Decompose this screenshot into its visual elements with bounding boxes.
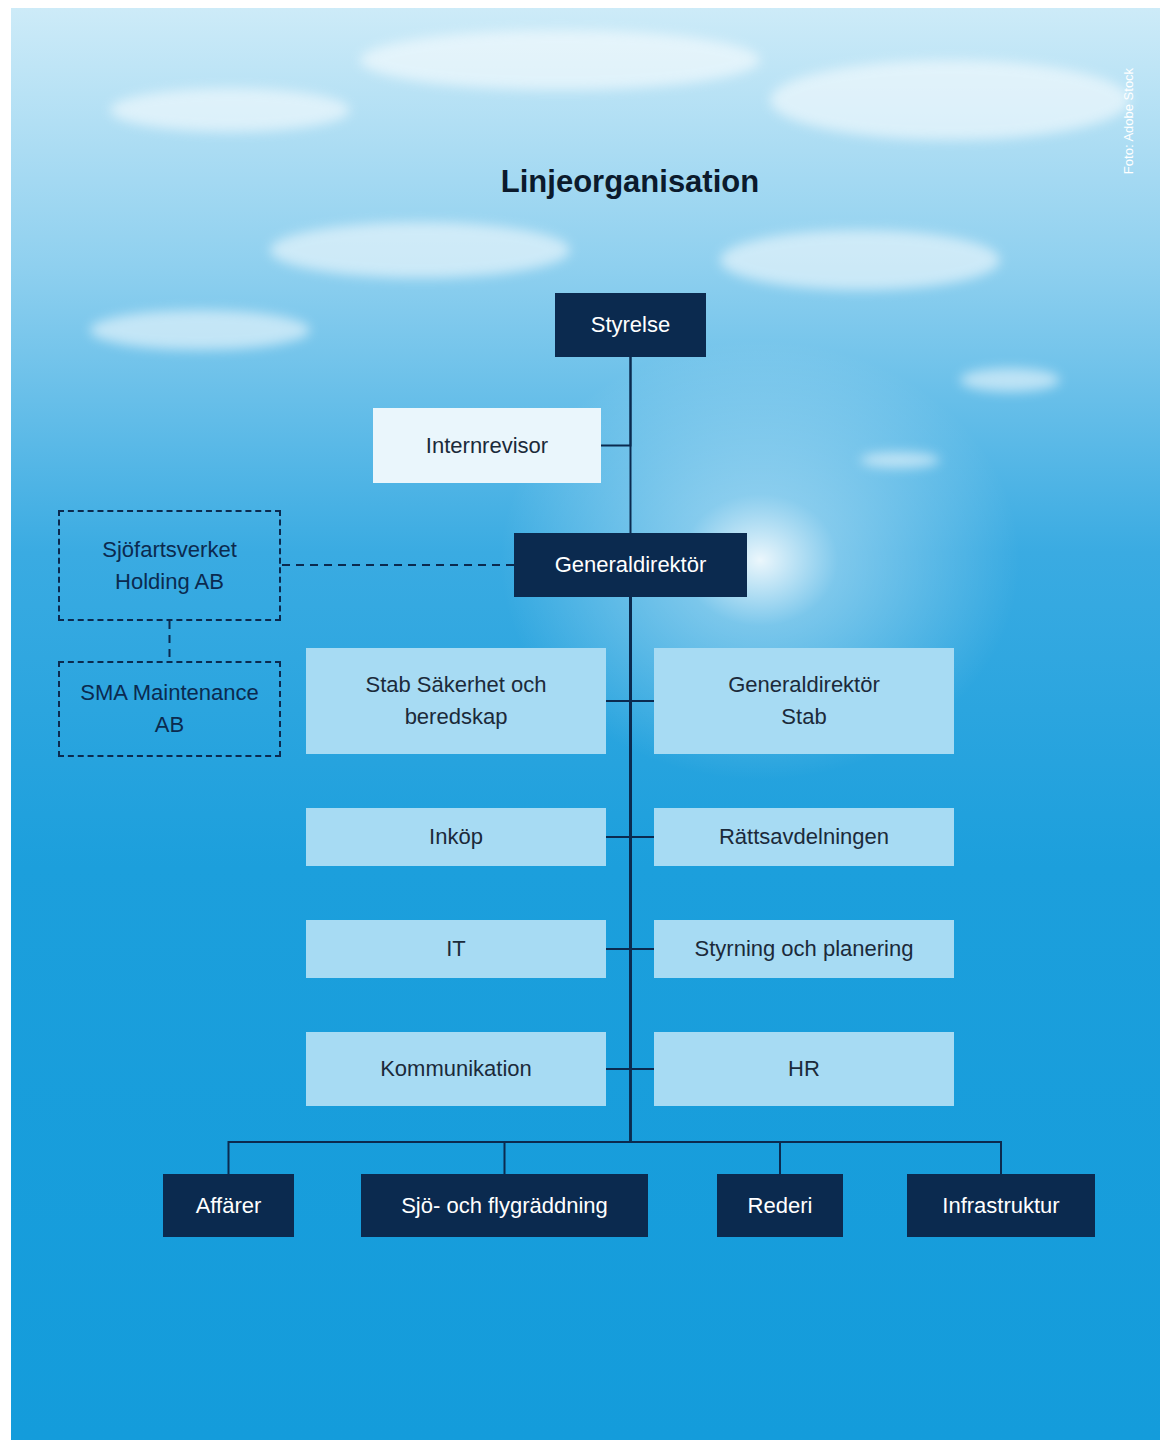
unit-box: Sjö- och flygräddning [361, 1174, 648, 1237]
org-line [631, 597, 655, 1069]
org-line [630, 357, 632, 533]
photo-credit: Foto: Adobe Stock [1121, 51, 1139, 191]
staff-box: Rättsavdelningen [654, 808, 954, 866]
node-label: Stab Säkerhet och beredskap [356, 669, 556, 733]
node-label: Rederi [748, 1190, 813, 1222]
node-label: Generaldirektör [555, 549, 707, 581]
diagram-title: Linjeorganisation [330, 164, 930, 200]
node-label: Styrning och planering [695, 933, 914, 965]
org-line [606, 597, 631, 949]
staff-box: Styrning och planering [654, 920, 954, 978]
node-label: Rättsavdelningen [719, 821, 889, 853]
subsidiary-box: SMA Maintenance AB [58, 661, 281, 757]
unit-box: Infrastruktur [907, 1174, 1095, 1237]
org-line [229, 597, 631, 1174]
node-label: Inköp [429, 821, 483, 853]
node-label: Sjöfartsverket Holding AB [80, 534, 260, 598]
water-ground [11, 8, 1160, 1440]
staff-box: HR [654, 1032, 954, 1106]
org-line [631, 597, 655, 949]
org-line [606, 597, 631, 837]
staff-box: Kommunikation [306, 1032, 606, 1106]
unit-box: Styrelse [555, 293, 706, 357]
node-label: SMA Maintenance AB [72, 677, 267, 741]
org-line [631, 597, 655, 701]
ownership-line [169, 621, 171, 661]
node-label: Sjö- och flygräddning [401, 1190, 608, 1222]
unit-box: Rederi [717, 1174, 843, 1237]
node-label: Internrevisor [426, 430, 548, 462]
unit-box: Affärer [163, 1174, 294, 1237]
node-label: IT [446, 933, 466, 965]
staff-box: Inköp [306, 808, 606, 866]
org-line [631, 597, 655, 837]
org-line [606, 597, 631, 1069]
org-line [631, 597, 1002, 1174]
node-label: Generaldirektör Stab [709, 669, 899, 733]
org-line [601, 357, 631, 446]
node-label: Styrelse [591, 309, 670, 341]
ownership-line [281, 564, 514, 566]
unit-box: Generaldirektör [514, 533, 747, 597]
node-label: HR [788, 1053, 820, 1085]
staff-box: Generaldirektör Stab [654, 648, 954, 754]
staff-box: IT [306, 920, 606, 978]
node-label: Infrastruktur [942, 1190, 1059, 1222]
node-label: Affärer [196, 1190, 262, 1222]
org-line [606, 597, 631, 701]
node-label: Kommunikation [380, 1053, 532, 1085]
subsidiary-box: Sjöfartsverket Holding AB [58, 510, 281, 621]
staff-box: Internrevisor [373, 408, 601, 483]
staff-box: Stab Säkerhet och beredskap [306, 648, 606, 754]
